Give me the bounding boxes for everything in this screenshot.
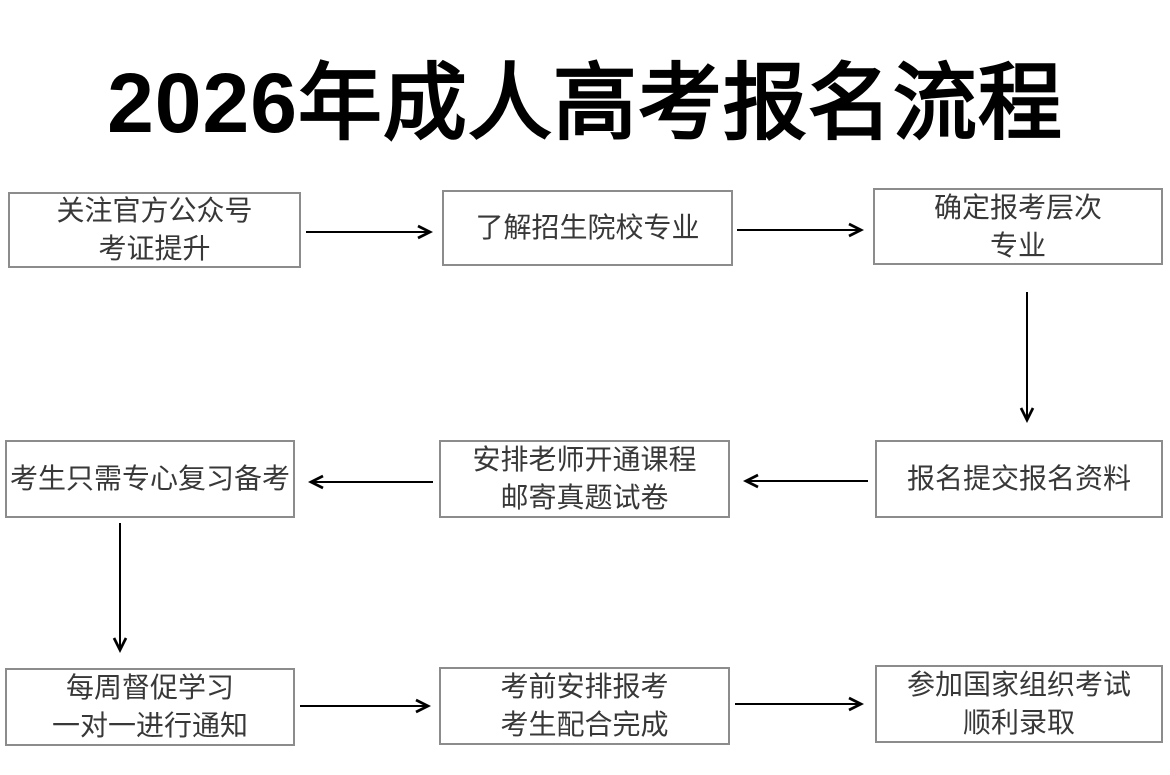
flow-step-weekly-supervision: 每周督促学习 一对一进行通知 bbox=[5, 668, 295, 746]
page-title: 2026年成人高考报名流程 bbox=[107, 56, 1063, 150]
flow-step-9-line-1: 参加国家组织考试 bbox=[906, 669, 1131, 700]
flow-step-follow-official-account: 关注官方公众号 考证提升 bbox=[8, 192, 301, 268]
flow-step-3-line-1: 确定报考层次 bbox=[933, 191, 1102, 223]
flow-step-national-exam-admission: 参加国家组织考试 顺利录取 bbox=[875, 665, 1163, 743]
flow-step-pre-exam-arrangement: 考前安排报考 考生配合完成 bbox=[439, 667, 730, 745]
flow-step-8-line-1: 考前安排报考 bbox=[500, 671, 669, 702]
flow-step-5-line-1: 安排老师开通课程 bbox=[472, 444, 697, 475]
flow-step-8-line-2: 考生配合完成 bbox=[500, 709, 669, 740]
flow-step-submit-registration: 报名提交报名资料 bbox=[875, 440, 1163, 518]
flow-step-7-line-1: 每周督促学习 bbox=[65, 672, 234, 703]
flow-step-6-line-1: 考生只需专心复习备考 bbox=[9, 463, 290, 494]
flow-step-learn-schools-majors: 了解招生院校专业 bbox=[442, 190, 733, 266]
flow-step-4-line-1: 报名提交报名资料 bbox=[906, 463, 1131, 494]
flow-step-1-line-1: 关注官方公众号 bbox=[56, 195, 253, 226]
flow-step-determine-level-major: 确定报考层次 专业 bbox=[873, 188, 1163, 265]
flow-step-9-line-2: 顺利录取 bbox=[962, 707, 1075, 738]
flow-step-2-line-1: 了解招生院校专业 bbox=[475, 212, 700, 243]
flow-step-focus-on-review: 考生只需专心复习备考 bbox=[5, 440, 295, 518]
flow-step-open-courses-mail-papers: 安排老师开通课程 邮寄真题试卷 bbox=[439, 440, 730, 518]
flow-step-7-line-2: 一对一进行通知 bbox=[51, 710, 248, 741]
flow-step-3-line-2: 专业 bbox=[989, 229, 1046, 261]
flow-step-1-line-2: 考证提升 bbox=[98, 233, 211, 264]
flow-step-5-line-2: 邮寄真题试卷 bbox=[500, 482, 669, 513]
